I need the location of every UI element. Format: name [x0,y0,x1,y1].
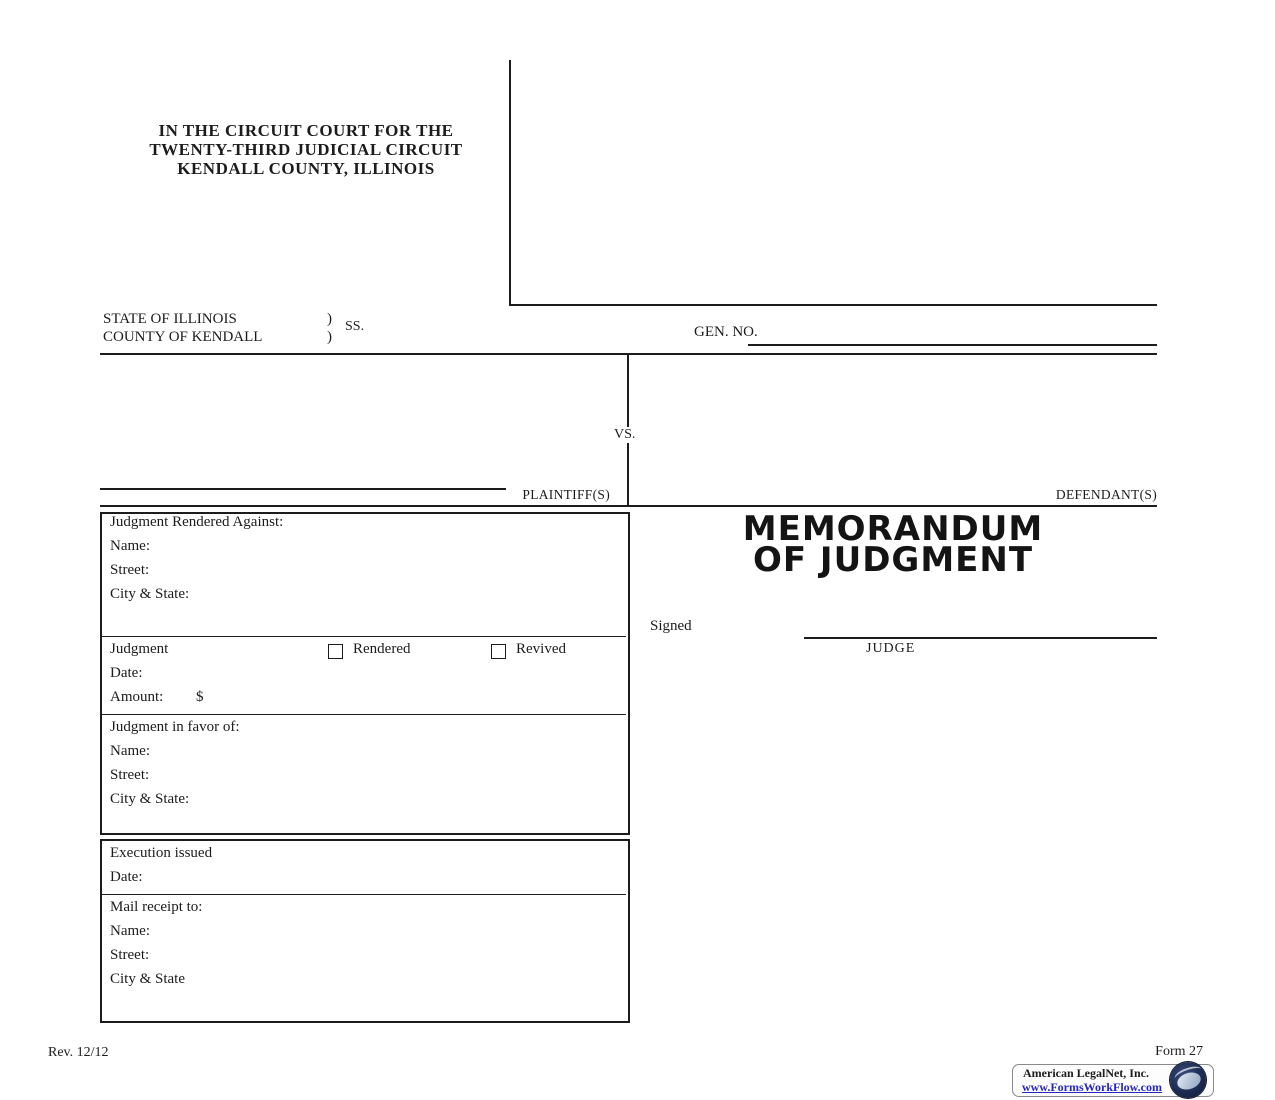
box1-divider-1 [100,636,626,637]
caption-vertical-rule [509,60,511,306]
signed-label: Signed [650,618,692,634]
rendered-checkbox[interactable] [328,644,343,659]
venue-state: STATE OF ILLINOIS [103,311,237,327]
revision-label: Rev. 12/12 [48,1045,109,1060]
vs-label: VS. [612,427,638,443]
mail-name-label: Name: [110,923,150,939]
in-favor-street-label: Street: [110,767,150,783]
venue-paren-top: ) [327,311,332,327]
rendered-against-name-label: Name: [110,538,150,554]
execution-heading: Execution issued [110,845,213,861]
venue-county: COUNTY OF KENDALL [103,329,263,345]
court-heading-line3: KENDALL COUNTY, ILLINOIS [177,159,435,178]
document-title: MEMORANDUM OF JUDGMENT [628,509,1158,580]
judge-label: JUDGE [866,641,916,656]
judgment-label: Judgment [110,641,169,657]
judgment-details-box [100,512,630,835]
rendered-against-heading: Judgment Rendered Against: [110,514,284,530]
document-title-line1: MEMORANDUM [742,509,1044,549]
plaintiff-label: PLAINTIFF(S) [522,487,610,502]
in-favor-name-label: Name: [110,743,150,759]
caption-horizontal-rule [509,304,1157,306]
vendor-url-link[interactable]: www.FormsWorkFlow.com [1022,1080,1162,1094]
defendant-label: DEFENDANT(S) [1055,487,1157,502]
american-legalnet-globe-icon [1170,1062,1206,1098]
execution-date-label: Date: [110,869,143,885]
mail-citystate-label: City & State [110,971,185,987]
mail-receipt-heading: Mail receipt to: [110,899,203,915]
court-heading-line2: TWENTY-THIRD JUDICIAL CIRCUIT [149,140,463,159]
court-heading: IN THE CIRCUIT COURT FOR THE TWENTY-THIR… [110,121,502,178]
in-favor-citystate-label: City & State: [110,791,190,807]
box2-divider [100,894,626,895]
currency-symbol: $ [196,689,204,705]
rendered-against-citystate-label: City & State: [110,586,190,602]
execution-mail-box [100,839,630,1023]
document-title-line2: OF JUDGMENT [752,540,1034,580]
judgment-amount-label: Amount: [110,689,164,705]
revived-checkbox[interactable] [491,644,506,659]
venue-ss: SS. [345,319,365,334]
gen-no-fill-line[interactable] [748,344,1157,346]
rendered-checkbox-label: Rendered [353,641,411,657]
court-heading-line1: IN THE CIRCUIT COURT FOR THE [158,121,454,140]
caption-bottom-rule [100,505,1157,507]
in-favor-heading: Judgment in favor of: [110,719,240,735]
gen-no-label: GEN. NO. [694,324,758,340]
rendered-against-street-label: Street: [110,562,150,578]
judge-signature-line[interactable] [804,637,1157,639]
form-number-label: Form 27 [1155,1044,1203,1059]
venue-paren-bottom: ) [327,329,332,345]
judgment-date-label: Date: [110,665,143,681]
plaintiff-fill-line[interactable] [100,488,506,490]
vendor-name: American LegalNet, Inc. [1023,1066,1149,1080]
revived-checkbox-label: Revived [516,641,566,657]
mail-street-label: Street: [110,947,150,963]
box1-divider-2 [100,714,626,715]
